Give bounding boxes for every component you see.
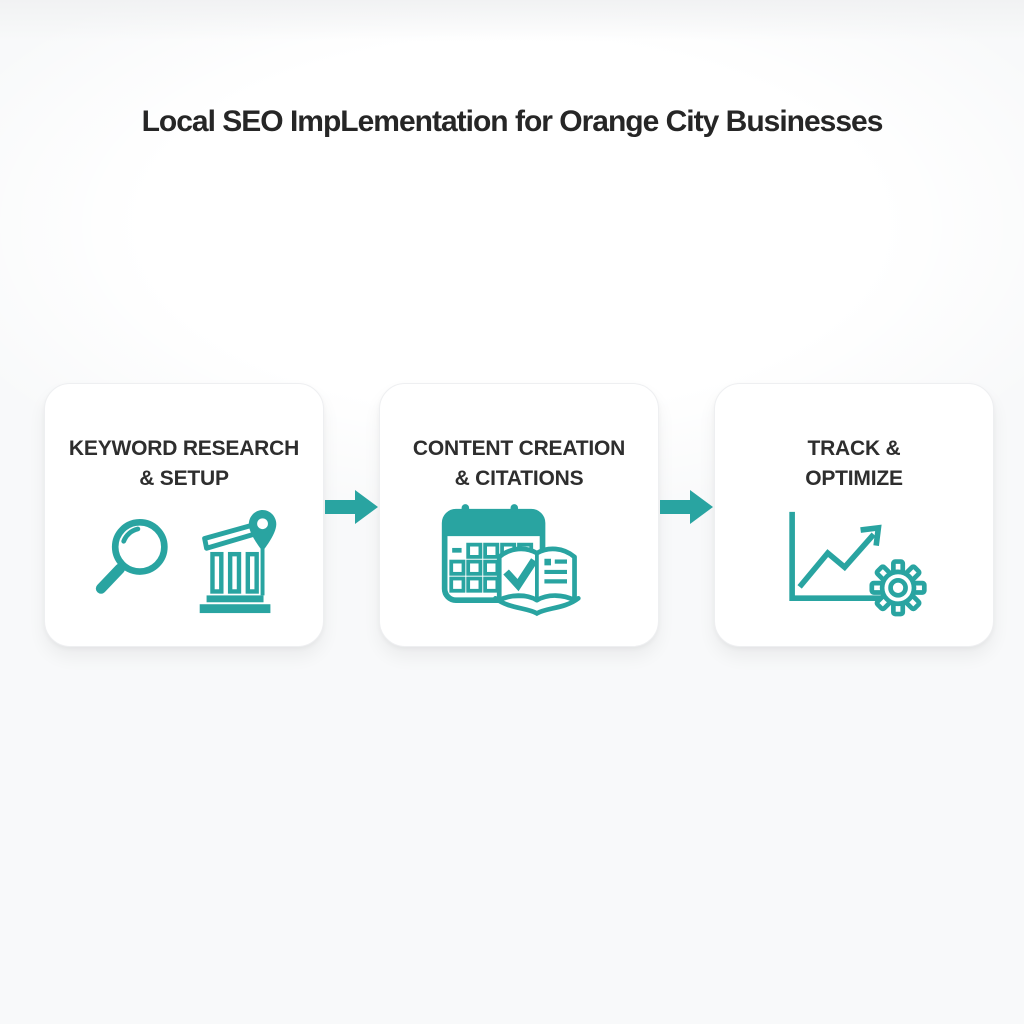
step-title-line2: & SETUP [139, 466, 229, 490]
step-card-keyword-research: KEYWORD RESEARCH & SETUP [44, 383, 324, 647]
step-title-line1: TRACK & [807, 437, 901, 460]
step-title: TRACK & OPTIMIZE [805, 434, 903, 494]
step-title-line1: KEYWORD RESEARCH [68, 437, 300, 460]
chart-gear-composite [789, 512, 927, 617]
calendar-icon [441, 503, 546, 603]
arrow-right-icon [659, 490, 713, 524]
step-title-line2: & CITATIONS [454, 466, 584, 490]
arrow-right-icon [324, 490, 378, 524]
growth-chart-arrow-icon [789, 512, 890, 602]
step-card-content-creation: CONTENT CREATION & CITATIONS [379, 383, 659, 647]
step-title-line2: OPTIMIZE [805, 466, 903, 490]
step-icons [88, 494, 280, 646]
step-title: KEYWORD RESEARCH & SETUP [69, 434, 299, 494]
gear-icon [869, 559, 927, 617]
step-title-line1: CONTENT CREATION [412, 437, 626, 460]
step-icons [439, 494, 599, 646]
arrow-connector-2 [659, 383, 714, 647]
open-book-checklist-icon [493, 546, 581, 616]
steps-row: KEYWORD RESEARCH & SETUP [44, 383, 994, 647]
calendar-book-composite [441, 503, 581, 616]
page-title: Local SEO ImpLementation for Orange City… [141, 105, 884, 138]
step-icons [779, 494, 929, 646]
step-card-track-optimize: TRACK & OPTIMIZE [714, 383, 994, 647]
arrow-connector-1 [324, 383, 379, 647]
magnifier-icon [95, 518, 168, 594]
step-title: CONTENT CREATION & CITATIONS [413, 434, 625, 494]
bank-location-pin-icon [199, 509, 277, 613]
